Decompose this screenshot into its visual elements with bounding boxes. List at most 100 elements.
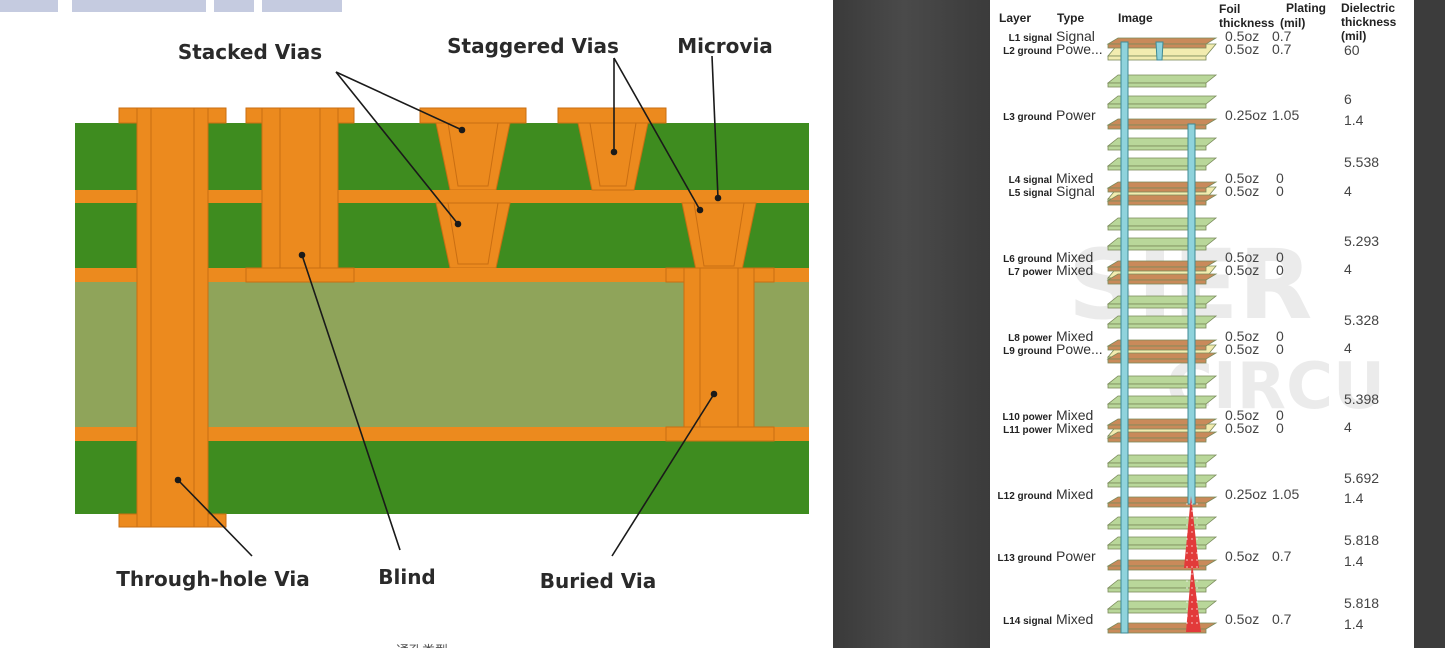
plating-value: 0 [1276,420,1284,436]
label-stacked-vias: Stacked Vias [178,40,322,64]
buried-via-bar [1187,123,1196,505]
dielectric-value: 60 [1344,42,1360,58]
dielectric-value: 5.538 [1344,154,1379,170]
foil-thickness: 0.5oz [1225,262,1259,278]
layer-name: L2 ground [1003,46,1052,57]
label-blind: Blind [378,565,436,589]
diagram-caption: 通孔类型 [396,640,448,648]
foil-thickness: 0.5oz [1225,341,1259,357]
plating-value: 0 [1276,249,1284,265]
blurred-header-text [72,0,206,12]
dielectric-value: 5.398 [1344,391,1379,407]
through-hole-via [118,107,227,528]
plating-value: 0 [1276,341,1284,357]
foil-thickness: 0.5oz [1225,183,1259,199]
dielectric-value: 1.4 [1344,112,1364,128]
stacked-vias [419,107,527,282]
prepreg-slab [1106,95,1218,109]
microvia [666,190,774,271]
foil-thickness: 0.5oz [1225,611,1259,627]
dark-gap [833,0,990,648]
header-plating-1: Plating [1286,1,1326,15]
header-type: Type [1057,11,1084,25]
dielectric-value: 1.4 [1344,553,1364,569]
layer-type: Mixed [1056,611,1093,627]
layer-name: L12 ground [998,491,1052,502]
prepreg-slab [1106,74,1218,88]
layer-type: Power [1056,548,1096,564]
laser-via-lower [1186,562,1201,632]
buried-via [665,267,775,442]
through-hole-via-bar [1120,41,1129,634]
inner-copper-layer-3 [75,427,809,441]
layer-type: Mixed [1056,486,1093,502]
layer-name: L6 ground [1003,254,1052,265]
layer-name: L1 signal [1009,33,1053,44]
dielectric-value: 4 [1344,261,1352,277]
layer-type: Mixed [1056,328,1093,344]
dielectric-value: 5.818 [1344,595,1379,611]
foil-thickness: 0.5oz [1225,28,1259,44]
dielectric-value: 5.692 [1344,470,1379,486]
plating-value: 1.05 [1272,107,1299,123]
plating-value: 0.7 [1272,548,1292,564]
dielectric-value: 6 [1344,91,1352,107]
dielectric-value: 1.4 [1344,616,1364,632]
foil-thickness: 0.5oz [1225,407,1259,423]
pcb-cross-section: Stacked Vias Staggered Vias Microvia Thr… [75,34,809,593]
foil-thickness: 0.25oz [1225,486,1267,502]
header-dielectric-2: thickness [1341,15,1397,29]
foil-thickness: 0.25oz [1225,107,1267,123]
plating-value: 0 [1276,407,1284,423]
plating-value: 0 [1276,170,1284,186]
plating-value: 0.7 [1272,611,1292,627]
header-foil-2: thickness [1219,16,1275,30]
layer-name: L13 ground [998,553,1052,564]
layer-row: L9 ground Powe... 0.5oz 0 [1003,341,1284,357]
layer-type: Mixed [1056,262,1093,278]
layer-name: L10 power [1003,412,1053,423]
dielectric-values: 6061.45.53845.29345.32845.39845.6921.45.… [1344,42,1379,632]
laser-via-texture [1186,503,1198,624]
dielectric-value: 4 [1344,419,1352,435]
header-dielectric-3: (mil) [1341,29,1366,43]
microvia-bar [1155,41,1164,61]
dielectric-value: 5.818 [1344,532,1379,548]
label-through-hole-via: Through-hole Via [116,567,309,591]
layer-stackup-table: SIER CIRCU Layer Type Image Foil thickne… [990,0,1414,648]
header-image: Image [1118,11,1153,25]
table-header: Layer Type Image Foil thickness Plating … [999,1,1397,43]
via-types-diagram: Stacked Vias Staggered Vias Microvia Thr… [0,0,809,648]
foil-thickness: 0.5oz [1225,420,1259,436]
staggered-via-top [557,107,667,191]
layer-type: Powe... [1056,341,1103,357]
layer-name: L4 signal [1009,175,1053,186]
layer-type: Mixed [1056,249,1093,265]
plating-value: 0.7 [1272,28,1292,44]
layer-type: Mixed [1056,407,1093,423]
plating-value: 0.7 [1272,41,1292,57]
dielectric-value: 5.328 [1344,312,1379,328]
foil-thickness: 0.5oz [1225,41,1259,57]
header-layer: Layer [999,11,1031,25]
header-foil-1: Foil [1219,2,1240,16]
stackup-drawing: SIER CIRCU Layer Type Image Foil thickne… [998,1,1397,634]
layer-name: L9 ground [1003,346,1052,357]
blurred-header-text [214,0,254,12]
dielectric-value: 1.4 [1344,490,1364,506]
leader-lines [174,55,722,557]
label-staggered-vias: Staggered Vias [447,34,619,58]
prepreg-slab [1106,579,1218,593]
dielectric-value: 4 [1344,183,1352,199]
layer-type: Mixed [1056,170,1093,186]
plating-value: 0 [1276,328,1284,344]
